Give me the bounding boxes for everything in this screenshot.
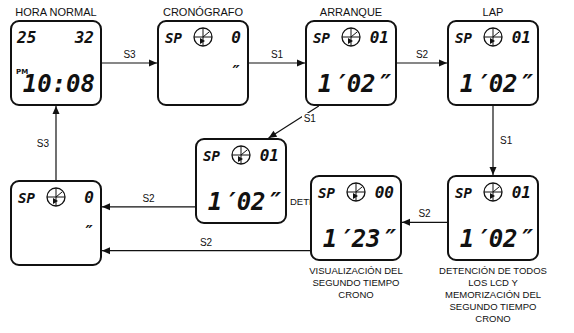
lcd-counter: 32	[75, 28, 94, 47]
sp-indicator: SP	[203, 148, 220, 164]
lcd-time: 1′02″	[460, 70, 532, 98]
mode-heading: CRONÓGRAFO	[163, 6, 243, 18]
button-label: S3	[121, 49, 137, 60]
sp-indicator: SP	[18, 190, 35, 206]
lcd-screen: SP011′02″DETENCIÓN	[195, 138, 287, 224]
button-label: S2	[140, 193, 156, 204]
transition-arrow	[249, 60, 305, 67]
sp-indicator: SP	[455, 185, 472, 201]
sp-indicator: SP	[455, 30, 472, 46]
lcd-digits: 25	[17, 28, 36, 47]
button-label: S1	[498, 135, 514, 146]
transition-arrow	[397, 60, 447, 67]
lcd-counter: 01	[370, 28, 389, 47]
lcd-screen: ARRANQUESP011′02″	[305, 20, 397, 106]
transition-arrow	[490, 106, 497, 175]
lcd-time: 1′02″	[318, 70, 390, 98]
seconds-mark: ″	[229, 62, 239, 81]
seconds-mark: ″	[82, 222, 92, 241]
mode-heading: ARRANQUE	[320, 6, 382, 18]
button-label: S2	[198, 237, 214, 248]
lcd-time: 1′02″	[208, 188, 280, 216]
transition-arrow	[53, 106, 60, 180]
button-label: S2	[414, 49, 430, 60]
lcd-screen: SP 0 ″	[10, 180, 102, 266]
sp-indicator: SP	[318, 185, 335, 201]
transition-arrow	[102, 60, 157, 67]
lcd-time: 1′23″	[323, 225, 395, 253]
lcd-screen: SP011′02″DETENCIÓN DE TODOS LOS LCD Y ME…	[447, 175, 539, 261]
sp-indicator: SP	[165, 30, 182, 46]
lcd-time: 10:08	[23, 70, 95, 98]
lcd-counter: 01	[260, 146, 279, 165]
transition-arrow	[102, 203, 195, 210]
lcd-counter: 01	[512, 183, 531, 202]
lcd-counter: 0	[84, 188, 94, 207]
button-label: S1	[269, 49, 285, 60]
transition-arrow	[269, 106, 319, 138]
button-label: S1	[302, 113, 318, 124]
dial-icon	[345, 181, 367, 203]
dial-icon	[45, 186, 67, 208]
dial-icon	[192, 26, 214, 48]
dial-icon	[482, 181, 504, 203]
lcd-counter: 00	[375, 183, 394, 202]
state-caption: VISUALIZACIÓN DEL SEGUNDO TIEMPO CRONO	[302, 265, 410, 301]
dial-icon	[482, 26, 504, 48]
mode-heading: HORA NORMAL	[15, 6, 96, 18]
lcd-screen: SP001′23″VISUALIZACIÓN DEL SEGUNDO TIEMP…	[310, 175, 402, 261]
lcd-screen: CRONÓGRAFOSP0″	[157, 20, 249, 106]
sp-indicator: SP	[313, 30, 330, 46]
button-label: S3	[35, 138, 51, 149]
transition-arrow	[102, 247, 310, 254]
lcd-counter: 01	[512, 28, 531, 47]
lcd-screen: LAPSP011′02″	[447, 20, 539, 106]
transition-arrow	[402, 219, 447, 226]
dial-icon	[340, 26, 362, 48]
dial-icon	[230, 144, 252, 166]
lcd-counter: 0	[231, 28, 241, 47]
lcd-screen: HORA NORMAL2532PM10:08	[10, 20, 102, 106]
lcd-time: 1′02″	[460, 225, 532, 253]
state-caption: DETENCIÓN DE TODOS LOS LCD Y MEMORIZACIÓ…	[439, 265, 547, 325]
mode-heading: LAP	[483, 6, 504, 18]
button-label: S2	[416, 208, 432, 219]
